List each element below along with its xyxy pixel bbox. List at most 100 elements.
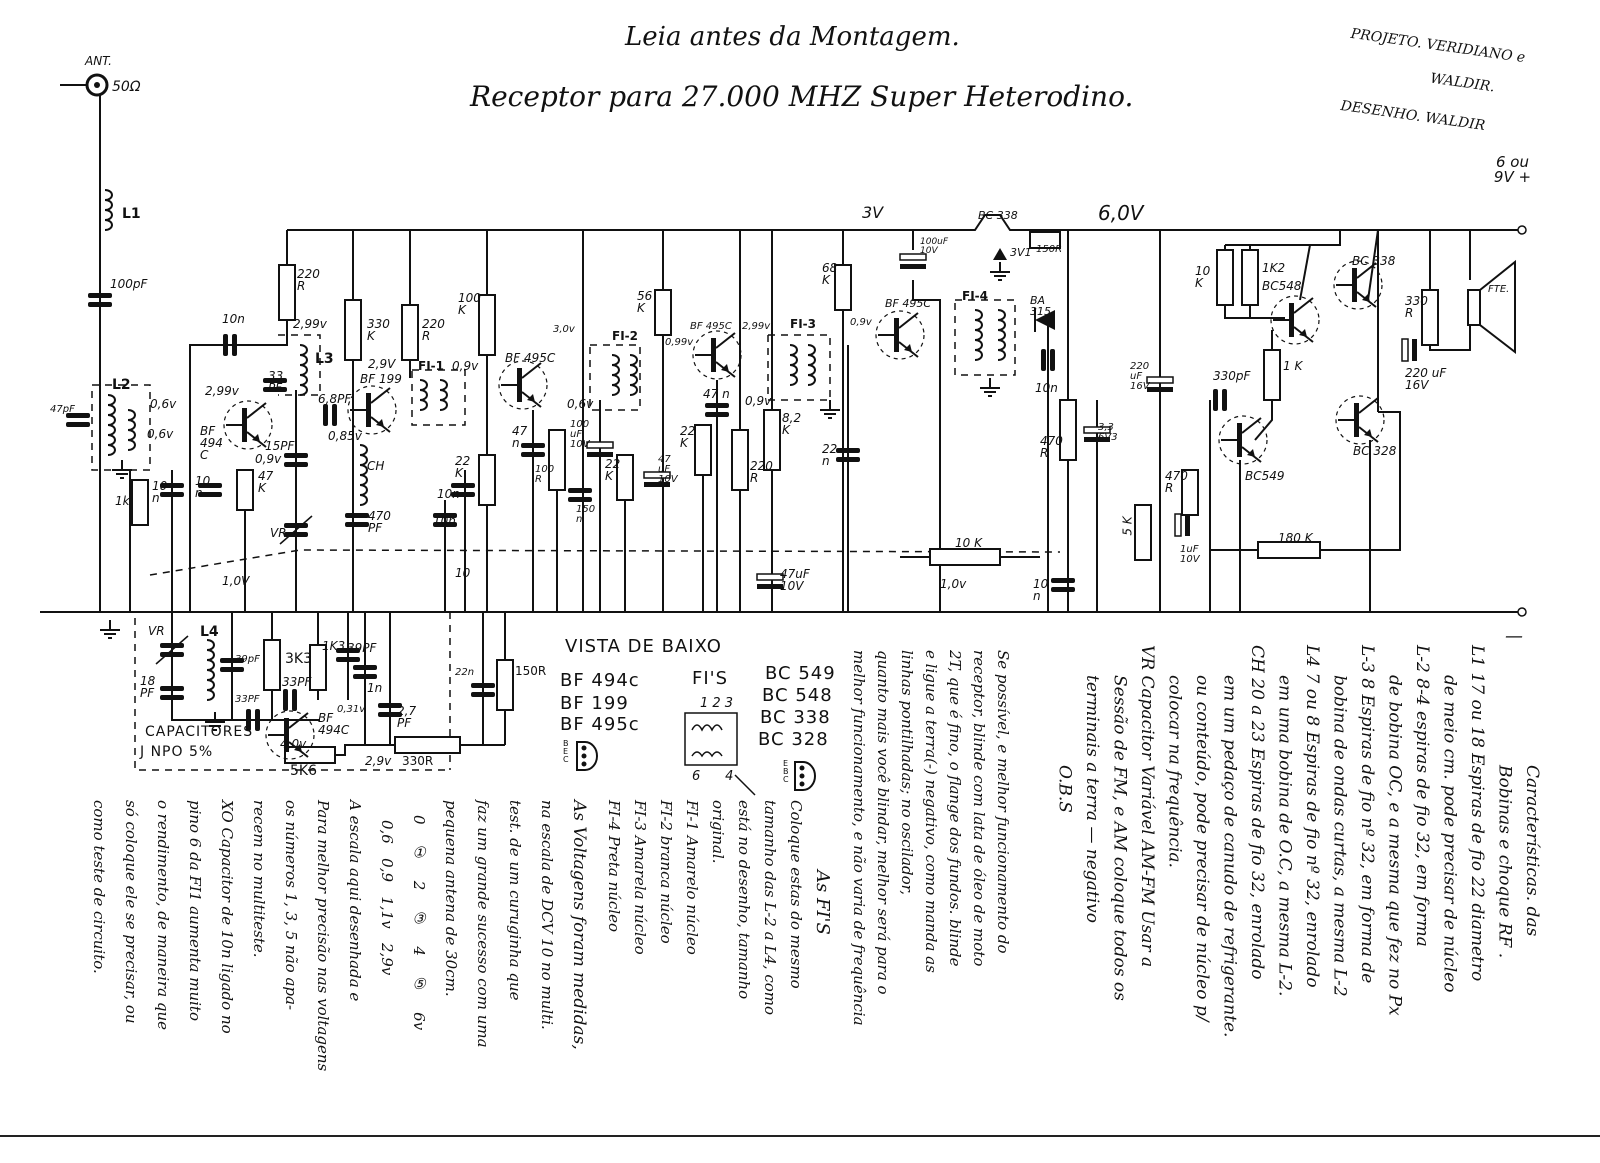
label-100k: 100 K — [458, 291, 481, 317]
pointer-arrow-icon — [734, 774, 756, 796]
inductor-coil — [107, 394, 116, 456]
wire — [1225, 230, 1341, 246]
note-line: L-2 8-4 espiras de fio 32, em forma — [1412, 645, 1432, 947]
electrolytic-capacitor — [643, 471, 671, 487]
page-title: Receptor para 27.000 MHZ Super Heterodin… — [470, 80, 1134, 113]
label-220uf-a: 220 uF 16V — [1130, 361, 1150, 392]
bf-type-3: BF 495c — [560, 714, 640, 735]
capacitor — [521, 443, 545, 457]
label-47pf: 47pF — [50, 404, 75, 415]
shield-lines — [91, 299, 1061, 771]
resistor — [131, 479, 149, 526]
inductor-coil — [419, 379, 428, 411]
label-v031: 0,31v — [337, 704, 366, 715]
label-v099: 0,99v — [665, 337, 694, 348]
label-47n-a: 47 n — [512, 424, 528, 450]
label-v09c: 0,9v — [745, 394, 772, 408]
note-line: terminais a terra — negativo — [1082, 675, 1102, 923]
components — [60, 73, 1527, 796]
capacitor — [433, 513, 457, 527]
label-10n-d: 10n — [437, 487, 460, 501]
bf-pin-labels: B E C — [563, 739, 569, 764]
label-6-8pf: 6,8PF — [318, 392, 352, 406]
note-line: L4 7 ou 8 Espiras de fio nº 32, enrolado — [1302, 645, 1322, 988]
variable-arrow-icon — [279, 515, 313, 545]
capacitor — [1213, 389, 1227, 411]
note-line: de bobina OC, e a mesma que fez no Px — [1384, 675, 1405, 1016]
label-56k: 56 K — [637, 289, 653, 315]
notice-heading: Leia antes da Montagem. — [625, 22, 960, 52]
electrolytic-capacitor — [1401, 338, 1417, 362]
label-22n-b: 22n — [455, 667, 475, 678]
note-line: receptor, blinde com lata de óleo de mot… — [970, 650, 988, 967]
ground-icon — [980, 378, 1000, 397]
label-2-7pf: 2,7 PF — [397, 704, 417, 730]
note-line: original. — [709, 800, 727, 864]
transistor — [692, 330, 742, 380]
note-line: O.B.S — [1054, 765, 1075, 813]
label-3v: 3V — [862, 203, 884, 222]
label-v299a: 2,99v — [205, 384, 239, 398]
notes-voltages: As Voltagens foram medidas, na escala de… — [65, 800, 595, 1110]
label-10n-b: 10n — [222, 312, 245, 326]
label-220uf-b: 220 uF 16V — [1405, 366, 1447, 392]
label-v299b: 2,99v — [293, 317, 327, 331]
wire — [1224, 305, 1285, 319]
label-330r-b: 330R — [402, 754, 434, 768]
voltage-scale-readings: 0,6 0,9 1,1v 2,9v — [378, 820, 396, 976]
note-line: Características. das — [1522, 765, 1542, 937]
resistor — [1241, 249, 1259, 306]
label-6v: 6,0V — [1098, 201, 1144, 225]
inductor-coil — [974, 309, 983, 361]
label-1k-b: 1 K — [1283, 359, 1303, 373]
label-5k: 5 K — [1120, 516, 1135, 536]
capacitor — [451, 483, 475, 497]
label-ant: ANT. — [85, 54, 112, 68]
note-line: L1 17 ou 18 Espiras de fio 22 diametro — [1467, 645, 1487, 982]
capacitor — [263, 378, 287, 392]
resistor — [616, 454, 634, 501]
voltage-scale: 0 ① 2 ③ 4 ⑤ 6v — [410, 815, 428, 1031]
note-line: FI-4 Preta núcleo — [605, 800, 623, 933]
fi-pins-top: 1 2 3 — [700, 696, 734, 711]
label-v29b: 2,9v — [365, 754, 392, 768]
electrolytic-capacitor — [1146, 376, 1174, 392]
note-line: pino 6 da FI1 aumenta muito — [186, 800, 204, 1021]
transistor — [265, 710, 315, 760]
note-line: está no desenho, tamanho — [735, 800, 753, 1000]
resistor — [654, 289, 672, 336]
label-v29a: 2,9V — [368, 357, 396, 371]
electrolytic-capacitor — [756, 573, 784, 589]
bc-pin-labels: E B C — [783, 759, 789, 784]
resistor — [834, 264, 852, 311]
page-edge — [0, 1135, 1600, 1137]
ground-icon — [990, 262, 1010, 281]
label-bf495c-b: BF 495C — [690, 321, 732, 332]
resistor — [309, 644, 327, 691]
label-5k6: 5K6 — [290, 763, 317, 779]
note-line: tamanho das L-2 a L4, como — [761, 800, 779, 1016]
capacitor — [246, 709, 260, 731]
transistor — [1335, 395, 1385, 445]
note-line: linhas pontilhadas; no oscilador, — [898, 650, 916, 895]
resistor — [1059, 399, 1077, 461]
capacitor — [323, 404, 337, 426]
note-line: colocar na frequência. — [1164, 675, 1185, 868]
label-47n-b: 47 n — [703, 387, 730, 401]
label-39pf-a: 39pF — [235, 654, 260, 665]
label-bc549: BC549 — [1245, 469, 1285, 483]
note-line: XO Capacitor de 10n ligado no — [218, 800, 236, 1034]
resistor — [236, 469, 254, 511]
note-line: faz um grande sucesso com uma — [474, 800, 492, 1048]
wire — [189, 320, 288, 612]
note-line: Sessão de FM, e AM coloque todos os — [1109, 675, 1130, 1001]
label-085v: 0,85v — [328, 429, 362, 443]
transistor — [347, 385, 397, 435]
label-47uf-b: 47uF 10V — [780, 567, 810, 593]
label-10n-c: 10 n — [195, 474, 211, 500]
label-l3: L3 — [315, 351, 334, 367]
inductor-coil — [206, 639, 215, 701]
if-windings-icon — [691, 724, 723, 758]
label-v09d: 0,9v — [850, 317, 872, 328]
electrolytic-capacitor — [586, 441, 614, 457]
